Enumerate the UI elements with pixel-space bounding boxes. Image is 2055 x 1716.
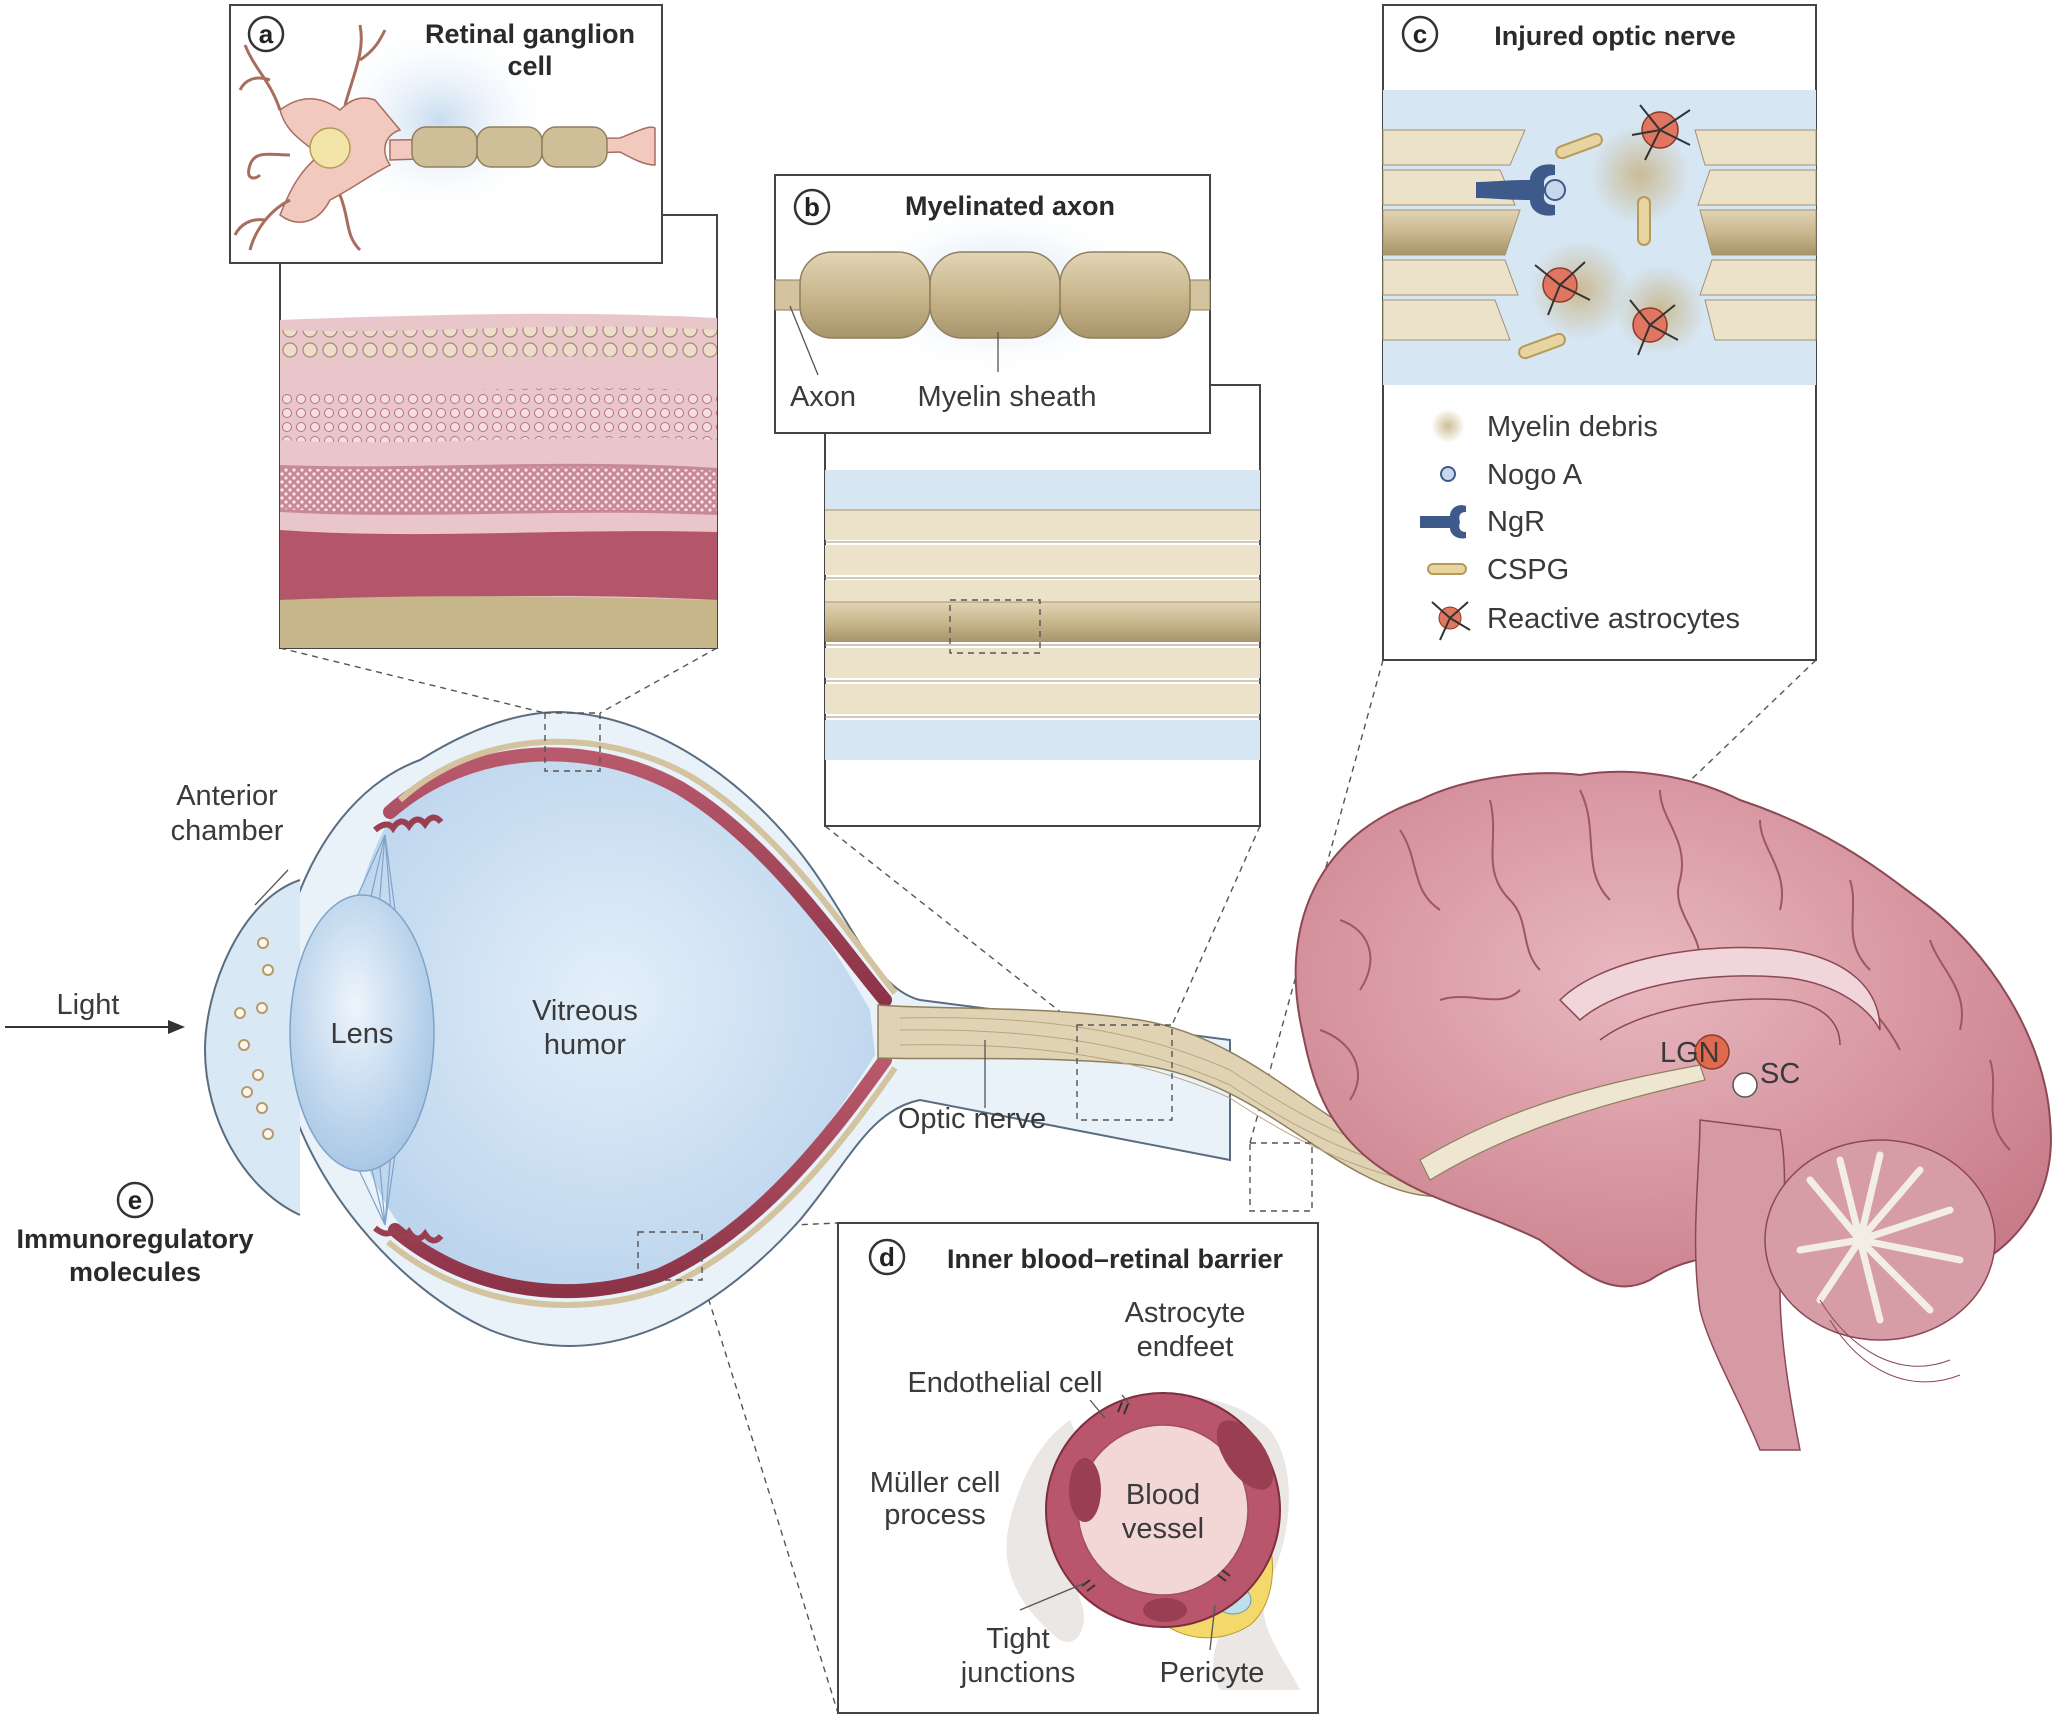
panel-c: c Injured optic nerve Myelin debris Nogo… [1382,4,1817,661]
cerebellum [1764,1139,1996,1383]
label-muller-line1: Müller cell [870,1467,1001,1499]
legend-myelin-debris: Myelin debris [1487,411,1658,443]
label-astrocyte-line1: Astrocyte [1125,1297,1246,1329]
panel-a-title-line2: cell [507,51,552,81]
panel-e: e Immunoregulatory molecules [16,1181,254,1287]
panel-d: d Inner blood–retinal barrier Astrocyte … [837,1222,1319,1714]
lgn-nucleus [1694,1034,1730,1070]
label-pericyte: Pericyte [1160,1657,1265,1689]
label-sc: SC [1760,1058,1800,1090]
panel-a-badge: a [259,19,274,49]
panel-a-title-line1: Retinal ganglion [425,19,635,49]
label-vessel-line2: vessel [1122,1513,1204,1545]
label-anterior-line2: chamber [171,815,284,847]
sc-nucleus [1732,1072,1758,1098]
panel-d-title: Inner blood–retinal barrier [947,1244,1284,1274]
panel-b: b Myelinated axon Axon Myelin sheath [774,174,1261,827]
label-axon: Axon [790,381,856,413]
panel-b-badge: b [804,192,820,222]
panel-b-title: Myelinated axon [905,191,1115,221]
lens-shape [289,894,435,1172]
legend-nogo-a: Nogo A [1487,459,1583,491]
light-arrow [5,1020,185,1034]
panel-c-title: Injured optic nerve [1494,21,1736,51]
label-tight-line1: Tight [986,1623,1049,1655]
label-myelin-sheath: Myelin sheath [918,381,1097,413]
label-immunoregulatory-line1: Immunoregulatory [16,1224,253,1254]
label-vitreous-line1: Vitreous [532,995,638,1027]
immunoregulatory-molecule-dots [234,937,274,1140]
legend-reactive-astrocytes: Reactive astrocytes [1487,603,1740,635]
label-endothelial-cell: Endothelial cell [907,1367,1102,1399]
legend-ngr: NgR [1487,506,1545,538]
label-optic-nerve: Optic nerve [898,1103,1046,1135]
label-vitreous-line2: humor [544,1029,627,1061]
label-light: Light [57,989,120,1021]
label-lens: Lens [331,1018,394,1050]
panel-e-badge: e [128,1185,142,1215]
panel-c-badge: c [1413,19,1427,49]
label-tight-line2: junctions [960,1657,1075,1689]
label-astrocyte-line2: endfeet [1137,1331,1234,1363]
panel-a: a Retinal ganglion cell [229,4,718,649]
label-muller-line2: process [884,1499,986,1531]
legend-cspg: CSPG [1487,554,1569,586]
eyeball [203,710,1757,1347]
panel-d-badge: d [879,1242,895,1272]
label-anterior-line1: Anterior [176,780,278,812]
label-lgn: LGN [1660,1037,1720,1069]
brain [1294,770,2052,1451]
label-immunoregulatory-line2: molecules [69,1257,201,1287]
label-vessel-line1: Blood [1126,1479,1200,1511]
